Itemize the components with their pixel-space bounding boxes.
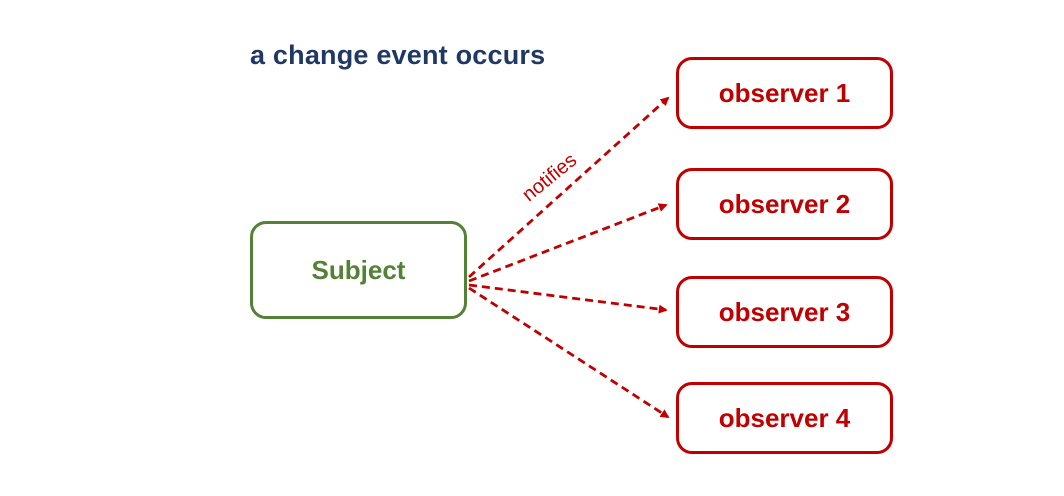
subject-box: Subject [250,221,467,319]
subject-label: Subject [311,254,406,285]
notify-arrow-4 [468,286,670,419]
diagram-title: a change event occurs [250,40,546,70]
notify-arrow-1 [468,96,670,279]
observer-label: observer 4 [718,402,851,433]
observer-box-2: observer 2 [676,168,893,240]
observer-label: observer 2 [718,188,851,219]
notifies-edge-label: notifies [518,149,582,207]
observer-box-1: observer 1 [676,57,893,129]
notify-arrow-2 [468,203,668,283]
observer-box-4: observer 4 [676,382,893,454]
notify-arrow-3 [468,283,668,314]
observer-label: observer 1 [718,77,851,108]
observer-box-3: observer 3 [676,276,893,348]
observer-label: observer 3 [718,296,851,327]
